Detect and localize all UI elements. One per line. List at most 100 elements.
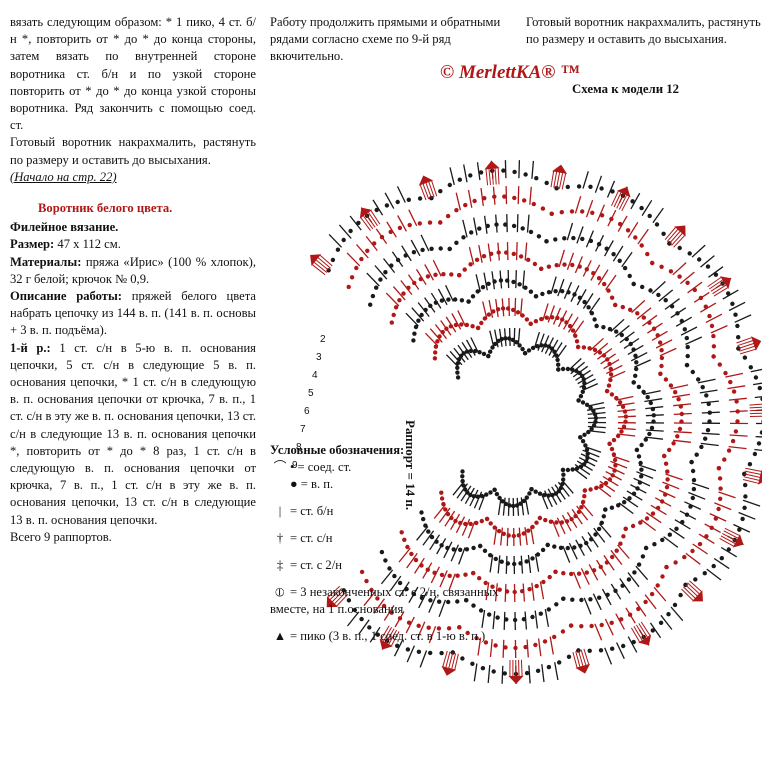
stitch-mark [597, 347, 613, 360]
chain-dot [622, 500, 627, 505]
stitch-mark [674, 519, 691, 530]
picot-mark [418, 175, 434, 186]
chain-dot [607, 326, 613, 332]
chain-dot [660, 537, 665, 543]
stitch-mark [754, 396, 762, 399]
stitch-mark [405, 312, 419, 327]
stitch-mark [451, 653, 457, 669]
chain-dot [615, 433, 621, 439]
chain-dot [367, 625, 372, 630]
legend-symbol: ▲ [273, 629, 287, 643]
legend-text: = 3 незаконченных ст. с 2/н, связанных в… [270, 585, 499, 616]
stitch-mark [457, 310, 467, 327]
chain-dot [574, 339, 580, 344]
stitch-mark [749, 403, 762, 406]
chain-dot [528, 229, 534, 235]
stitch-mark [641, 199, 653, 216]
stitch-mark [576, 226, 584, 244]
stitch-mark [518, 527, 522, 546]
chain-dot [588, 487, 593, 492]
picot-mark [638, 634, 652, 646]
stitch-mark [497, 497, 502, 516]
chain-dot [735, 419, 740, 424]
stitch-mark [603, 359, 620, 370]
picot-mark [484, 160, 500, 170]
chain-dot [477, 226, 482, 231]
chain-dot [401, 291, 406, 296]
stitch-mark [544, 337, 554, 354]
chain-dot [690, 495, 695, 501]
chain-dot [622, 265, 628, 271]
chain-dot [459, 322, 464, 327]
chain-dot [554, 602, 559, 607]
chain-dot [639, 442, 644, 448]
stitch-mark [418, 591, 428, 609]
stitch-mark [744, 470, 761, 475]
chain-dot [684, 362, 690, 368]
chain-dot [685, 344, 690, 350]
chain-dot [580, 439, 586, 444]
chain-dot [443, 507, 448, 512]
stitch-mark [494, 329, 499, 348]
stitch-mark [605, 274, 617, 291]
chain-dot [397, 298, 402, 303]
stitch-mark [627, 221, 639, 238]
chain-dot [582, 432, 587, 437]
chain-dot [520, 313, 525, 318]
stitch-mark [567, 358, 582, 372]
stitch-mark [596, 485, 612, 498]
chain-dot [663, 461, 669, 466]
stitch-mark [582, 260, 592, 277]
chain-dot [634, 360, 639, 365]
chain-dot [723, 370, 728, 376]
stitch-mark [627, 572, 640, 588]
chain-dot [559, 210, 564, 215]
stitch-mark [583, 597, 592, 615]
stitch-mark [520, 497, 525, 516]
stitch-mark [673, 403, 692, 407]
stitch-mark [494, 583, 498, 602]
stitch-mark [574, 463, 591, 476]
stitch-mark [558, 173, 564, 189]
stitch-mark [363, 215, 374, 230]
chain-dot [438, 246, 443, 251]
legend-item: ‡= ст. с 2/н [270, 557, 510, 574]
chain-dot [437, 599, 442, 604]
chain-dot [730, 438, 736, 444]
chain-dot [691, 477, 697, 483]
chain-dot [393, 305, 399, 310]
chain-dot [618, 541, 623, 546]
chain-dot [566, 654, 572, 659]
chain-dot [534, 520, 539, 525]
chain-dot [523, 644, 528, 650]
stitch-mark [555, 344, 567, 361]
chain-dot [346, 598, 352, 603]
chain-dot [609, 505, 615, 510]
chain-dot [399, 530, 404, 535]
stitch-mark [349, 215, 362, 231]
stitch-mark [491, 168, 494, 185]
stitch-mark [727, 385, 746, 390]
chain-dot [682, 327, 687, 332]
chain-dot [552, 634, 557, 640]
stitch-mark [360, 217, 371, 231]
chain-dot [499, 559, 504, 564]
picot-mark [674, 225, 686, 237]
stitch-mark [568, 542, 578, 560]
chain-dot [603, 507, 608, 512]
stitch-mark [582, 171, 589, 189]
chain-dot [463, 202, 468, 208]
stitch-mark [502, 497, 506, 516]
chain-dot [392, 573, 397, 579]
stitch-mark [617, 408, 636, 413]
chain-dot [425, 274, 431, 279]
chain-dot [640, 554, 646, 559]
stitch-mark [533, 331, 541, 350]
chain-dot [481, 254, 487, 259]
chain-dot [487, 612, 492, 617]
chain-dot [743, 482, 748, 488]
stitch-mark [580, 649, 587, 666]
chain-dot [634, 366, 639, 372]
stitch-mark [719, 537, 734, 547]
stitch-mark [605, 471, 622, 481]
